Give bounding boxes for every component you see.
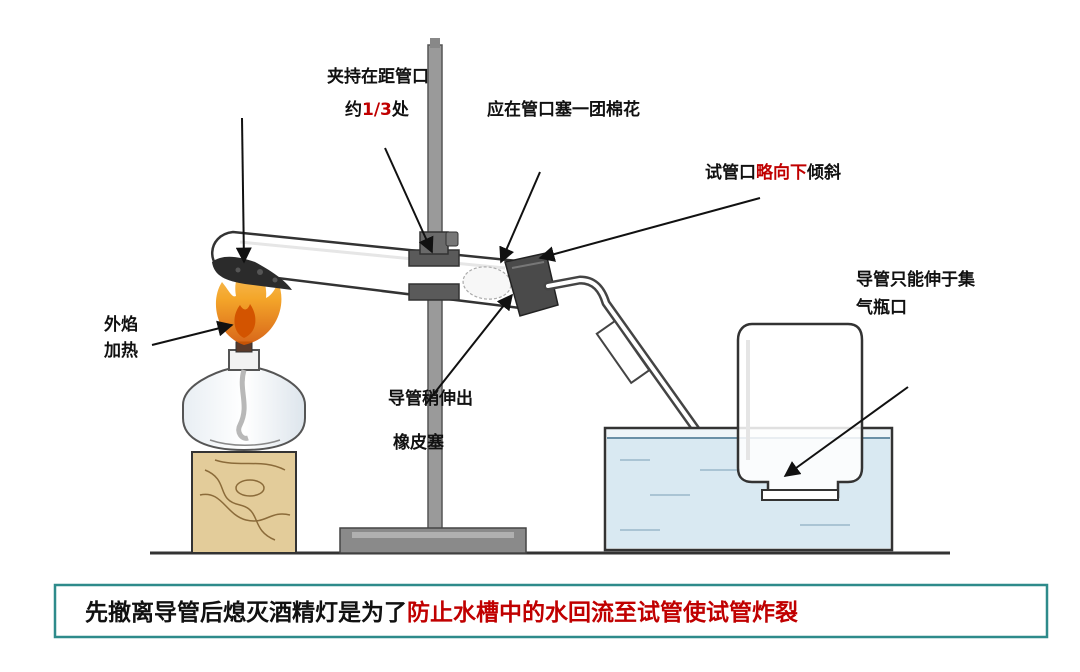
caption-text: 先撤离导管后熄灭酒精灯是为了防止水槽中的水回流至试管使试管炸裂 [85,599,798,626]
label-clamp-line2: 约1/3处 [345,99,410,120]
tube-clamp [408,231,460,301]
label-flame-line1: 外焰 [104,314,138,335]
arrow-to-tube-bottom [235,117,252,264]
label-delivery-line1: 导管只能伸于集 [856,269,976,290]
gas-collecting-bottle [736,322,864,501]
label-cotton: 应在管口塞一团棉花 [487,99,640,120]
arrow-to-tube-mouth [538,197,761,262]
rubber-stopper [504,252,559,317]
label-delivery-line2: 气瓶口 [855,297,907,318]
caption-box: 先撤离导管后熄灭酒精灯是为了防止水槽中的水回流至试管使试管炸裂 [53,583,1049,639]
alcohol-lamp [182,341,306,452]
label-tube-extend: 导管稍伸出 [388,388,473,409]
label-tilt: 试管口略向下倾斜 [705,162,841,183]
label-stopper: 橡皮塞 [393,432,445,453]
arrow-to-outer-flame [151,320,234,346]
label-flame-line2: 加热 [103,340,138,361]
arrow-to-tube-extend [424,293,513,406]
wooden-block [191,451,297,554]
label-clamp-line1: 夹持在距管口 [327,66,429,87]
arrow-to-cotton [499,171,541,264]
arrows [151,117,909,477]
arrow-to-clamp [384,147,434,254]
arrow-to-bottle-mouth [783,386,909,477]
